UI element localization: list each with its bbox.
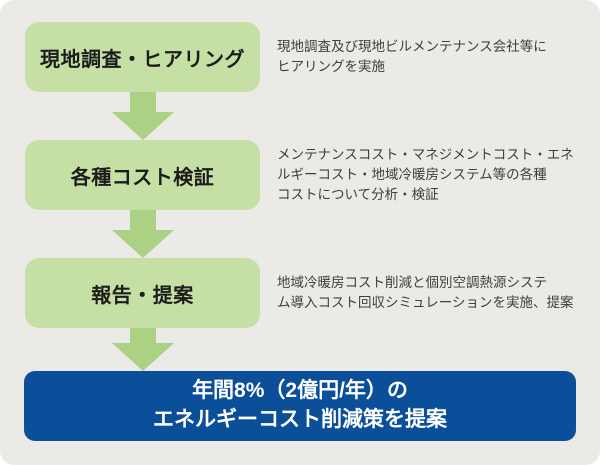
flow-step-report-proposal: 報告・提案 地域冷暖房コスト削減と個別空調熱源システ ム導入コスト回収シミュレー… xyxy=(25,258,580,328)
arrow-head xyxy=(111,112,174,140)
step-box-cost-verification: 各種コスト検証 xyxy=(25,140,260,210)
result-line: 年間8%（2億円/年）の xyxy=(192,379,408,403)
description-line: ルギーコスト・地域冷暖房システム等の各種 xyxy=(277,167,547,183)
description-line: ヒアリングを実施 xyxy=(277,59,385,74)
arrow-stem xyxy=(129,92,156,112)
arrow-head xyxy=(111,343,174,371)
arrow-stem xyxy=(129,210,156,230)
step-title: 各種コスト検証 xyxy=(70,166,215,189)
result-banner: 年間8%（2億円/年）の エネルギーコスト削減策を提案 xyxy=(24,371,576,441)
down-arrow-icon xyxy=(25,210,260,258)
description-line: メンテナンスコスト・マネジメントコスト・エネ xyxy=(277,147,574,163)
flow-step-survey: 現地調査・ヒアリング 現地調査及び現地ビルメンテナンス会社等に ヒアリングを実施 xyxy=(25,22,580,92)
description-line: 現地調査及び現地ビルメンテナンス会社等に xyxy=(277,39,547,55)
step-description-survey: 現地調査及び現地ビルメンテナンス会社等に ヒアリングを実施 xyxy=(277,22,580,92)
description-line: 地域冷暖房コスト削減と個別空調熱源システ xyxy=(277,275,547,291)
description-line: ム導入コスト回収シミュレーションを実施、提案 xyxy=(277,295,574,310)
down-arrow-icon xyxy=(25,328,260,371)
flow-step-cost-verification: 各種コスト検証 メンテナンスコスト・マネジメントコスト・エネ ルギーコスト・地域… xyxy=(25,140,580,210)
step-box-survey: 現地調査・ヒアリング xyxy=(25,22,260,92)
step-title: 現地調査・ヒアリング xyxy=(40,48,245,71)
arrow-head xyxy=(111,230,174,258)
arrow-stem xyxy=(129,328,156,343)
down-arrow-icon xyxy=(25,92,260,140)
step-description-report-proposal: 地域冷暖房コスト削減と個別空調熱源システ ム導入コスト回収シミュレーションを実施… xyxy=(277,258,580,328)
description-line: コストについて分析・検証 xyxy=(277,186,439,202)
step-title: 報告・提案 xyxy=(91,284,194,307)
step-description-cost-verification: メンテナンスコスト・マネジメントコスト・エネ ルギーコスト・地域冷暖房システム等… xyxy=(277,140,580,210)
result-line: エネルギーコスト削減策を提案 xyxy=(153,408,447,431)
step-box-report-proposal: 報告・提案 xyxy=(25,258,260,328)
